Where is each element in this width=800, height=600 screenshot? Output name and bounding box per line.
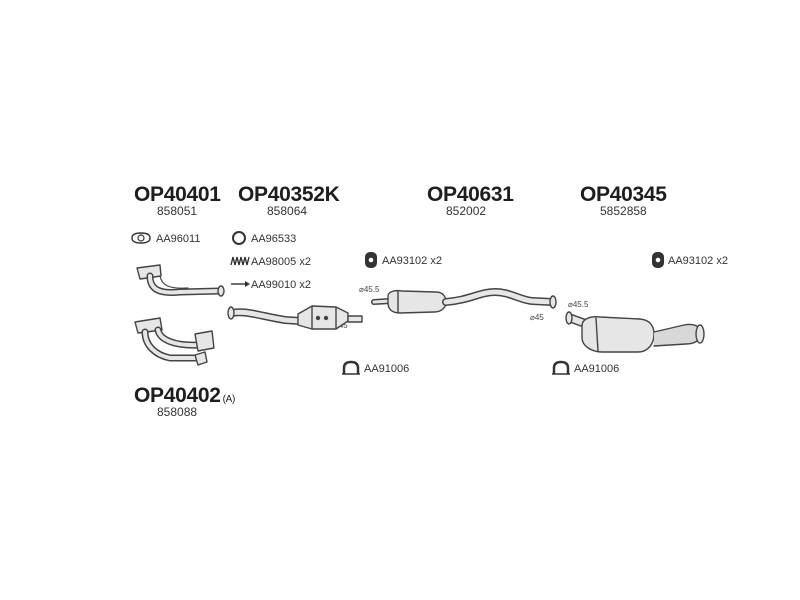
- gasket-ring-icon: [131, 232, 151, 244]
- accessory-label-aa91006: AA91006: [364, 363, 410, 375]
- clamp-icon-2: [552, 360, 570, 375]
- part-code-op40401: OP40401: [134, 183, 221, 206]
- rear-silencer-op40345: [565, 311, 705, 353]
- part-ref-858051: 858051: [157, 204, 198, 218]
- centre-silencer-op40631: [371, 288, 557, 314]
- part-code-op40345: OP40345: [580, 183, 667, 206]
- bolt-icon: [231, 281, 250, 287]
- rubber-hanger-icon: [365, 252, 377, 268]
- dimension-label-d45-b: ⌀45: [530, 313, 544, 322]
- part-ref-858064: 858064: [267, 204, 308, 218]
- part-ref-852002: 852002: [446, 204, 487, 218]
- catalytic-converter-op40352k: [227, 305, 363, 330]
- accessory-label-aa99010: AA99010 x2: [251, 279, 311, 291]
- accessory-label-aa93102: AA93102 x2: [382, 255, 442, 267]
- accessory-label-aa98005: AA98005 x2: [251, 256, 311, 268]
- front-pipe-op40401: [136, 264, 225, 297]
- manifold-pipe-op40402: [134, 317, 215, 366]
- part-code-op40402-text: OP40402: [134, 384, 221, 407]
- clamp-icon: [342, 360, 360, 375]
- part-code-op40352k: OP40352K: [238, 183, 340, 206]
- rubber-hanger-icon-2: [652, 252, 664, 268]
- part-ref-858088: 858088: [157, 405, 198, 419]
- o-ring-icon: [232, 231, 246, 245]
- spring-bolt-icon: [230, 256, 250, 266]
- dimension-label-d455-a: ⌀45.5: [359, 285, 380, 294]
- dimension-label-d455-b: ⌀45.5: [568, 300, 589, 309]
- part-code-suffix: (A): [222, 394, 236, 405]
- accessory-label-aa93102-2: AA93102 x2: [668, 255, 728, 267]
- accessory-label-aa96533: AA96533: [251, 233, 297, 245]
- part-code-op40631: OP40631: [427, 183, 514, 206]
- accessory-label-aa91006-2: AA91006: [574, 363, 620, 375]
- part-code-op40402: OP40402(A): [134, 384, 235, 408]
- accessory-label-aa96011: AA96011: [156, 233, 201, 245]
- part-ref-5852858: 5852858: [600, 204, 647, 218]
